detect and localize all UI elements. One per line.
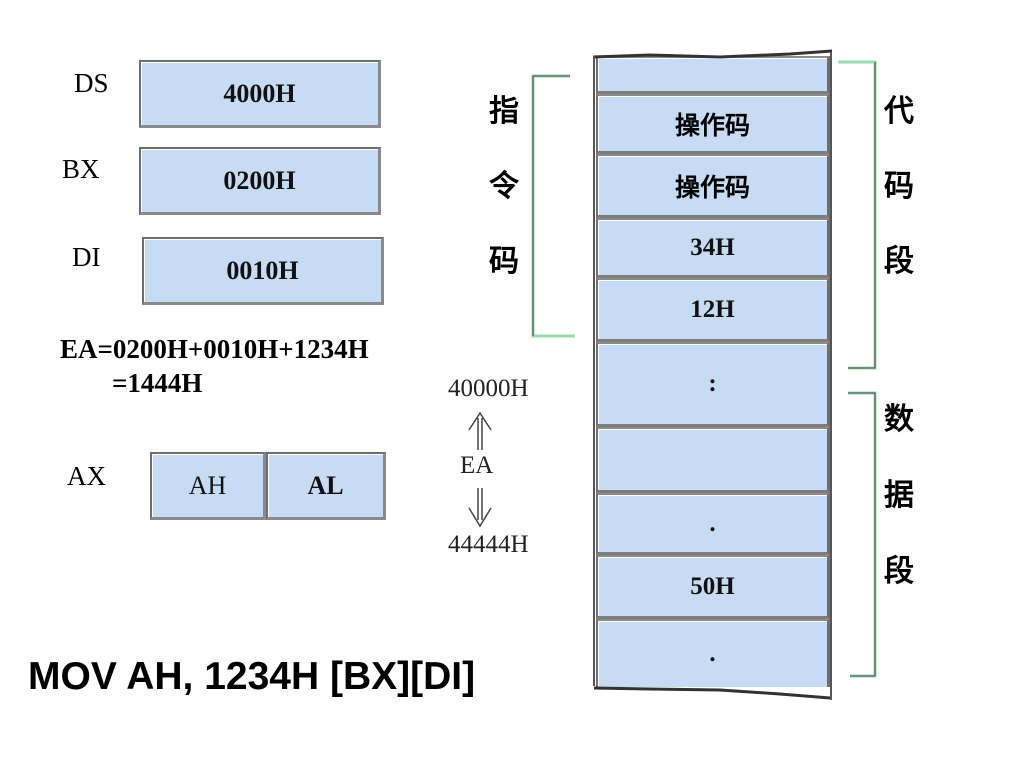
di-register-box: 0010H: [142, 237, 384, 305]
instruction-code-char: 码: [489, 244, 519, 279]
instruction-code-bracket: [531, 74, 575, 338]
mov-instruction: MOV AH, 1234H [BX][DI]: [28, 655, 476, 698]
di-label: DI: [72, 242, 101, 272]
memory-cell: 12H: [596, 278, 830, 342]
code-segment-bracket: [838, 60, 877, 370]
memory-cell: [596, 427, 830, 493]
instruction-code-char: 指: [489, 94, 519, 129]
memory-cell: 操作码: [596, 154, 830, 218]
bx-register-box: 0200H: [139, 147, 381, 215]
al-register-box: AL: [266, 452, 386, 520]
data-segment-char: 数: [884, 402, 914, 437]
data-segment-char: 据: [884, 478, 914, 513]
memory-cell: 34H: [596, 218, 830, 278]
torn-bottom-edge: [593, 686, 831, 700]
code-segment-char: 码: [884, 169, 914, 204]
memory-cell: 50H: [596, 555, 830, 619]
memory-cell: .: [596, 493, 830, 555]
data-segment-bracket: [848, 391, 877, 678]
ah-register-box: AH: [150, 452, 266, 520]
torn-top-edge: [592, 49, 833, 59]
ea-formula-line1: EA=0200H+0010H+1234H: [60, 334, 369, 364]
bx-label: BX: [62, 154, 100, 184]
memory-cell: :: [596, 342, 830, 427]
ds-register-box: 4000H: [139, 60, 381, 128]
ea-formula-line2: =1444H: [112, 368, 203, 398]
arrow-down-icon: [468, 488, 492, 528]
ds-label: DS: [74, 68, 109, 98]
ea-label: EA: [460, 452, 494, 479]
arrow-up-icon: [468, 411, 492, 450]
address-end: 44444H: [448, 531, 529, 558]
instruction-code-char: 令: [489, 169, 519, 204]
memory-cell: .: [596, 619, 830, 687]
code-segment-char: 代: [884, 94, 914, 129]
code-segment-char: 段: [884, 244, 914, 279]
ax-label: AX: [67, 461, 106, 491]
data-segment-char: 段: [884, 554, 914, 589]
memory-cell: 操作码: [596, 94, 830, 154]
address-start: 40000H: [448, 375, 529, 402]
